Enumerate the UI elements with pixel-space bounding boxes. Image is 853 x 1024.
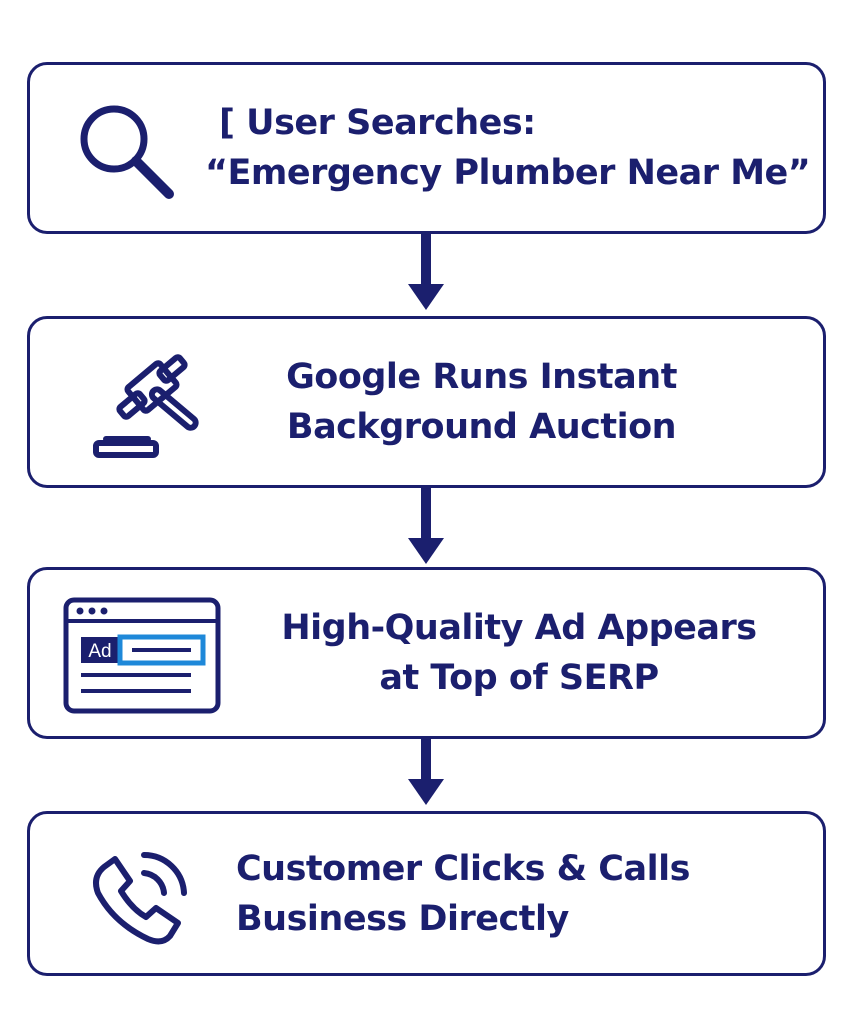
flow-step-user-search: [ User Searches: “Emergency Plumber Near… [27,62,826,234]
step-text: High-Quality Ad Appears at Top of SERP [245,570,793,736]
browser-ad-icon: Ad [63,597,221,714]
ad-label: Ad [88,641,111,662]
step-title-line-1: Customer Clicks & Calls [236,848,690,889]
step-text: [ User Searches: “Emergency Plumber Near… [205,65,813,231]
flow-arrow-down [408,234,444,310]
flow-step-customer-calls: Customer Clicks & Calls Business Directl… [27,811,826,976]
gavel-icon [93,354,199,458]
step-title-line-2: Business Directly [236,898,569,939]
magnifying-glass-icon [80,105,174,199]
flow-step-ad-appears: Ad High-Quality Ad Appears at Top of SER… [27,567,826,739]
step-title-line-2: “Emergency Plumber Near Me” [205,153,811,193]
step-text: Google Runs Instant Background Auction [230,319,733,485]
flow-step-auction: Google Runs Instant Background Auction [27,316,826,488]
step-title-line-2: Background Auction [286,407,677,447]
flow-arrow-down [408,739,444,805]
step-title-line-1: Google Runs Instant [286,357,677,397]
step-title-line-1: High-Quality Ad Appears [281,608,757,648]
flow-arrow-down [408,488,444,564]
step-title-line-1: [ User Searches: [219,103,536,143]
step-title-line-2: at Top of SERP [379,658,659,698]
step-text: Customer Clicks & Calls Business Directl… [236,814,793,973]
phone-call-icon [93,851,187,945]
